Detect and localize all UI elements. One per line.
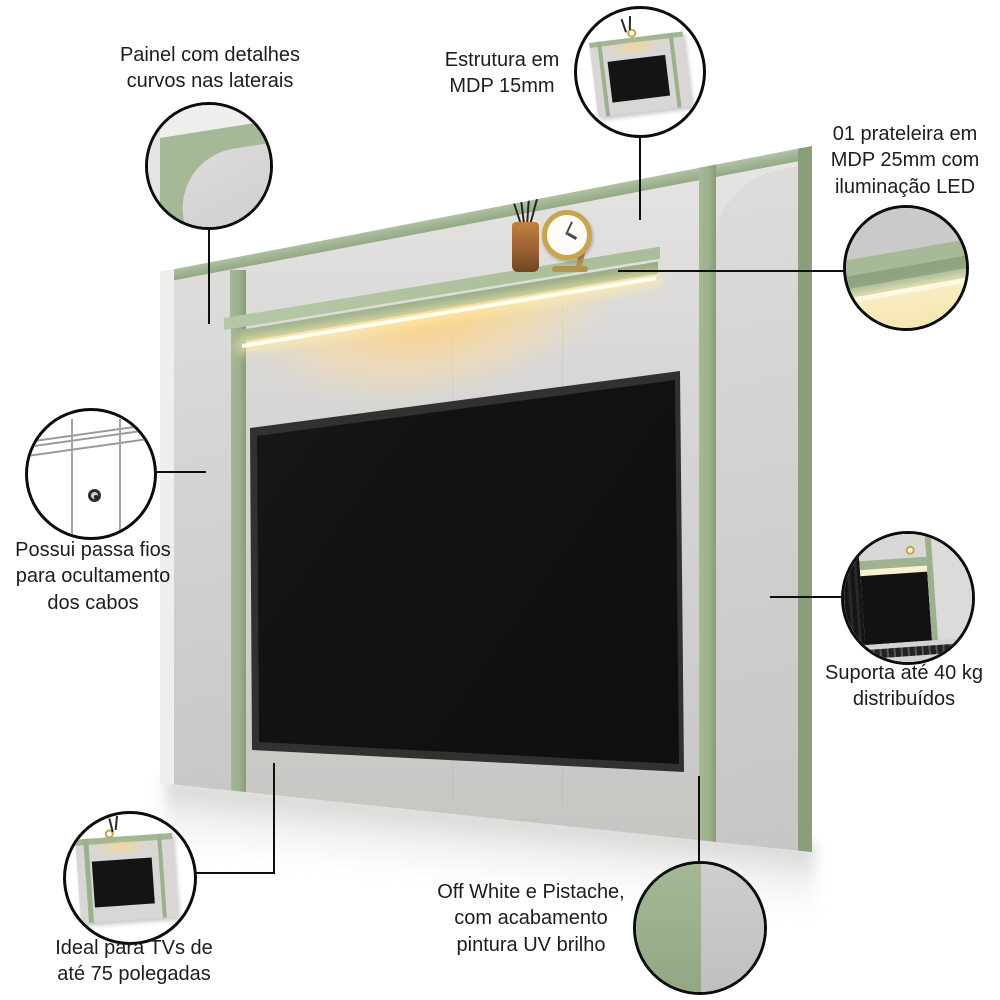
label-line: Off White e Pistache, [437,881,625,903]
clock-hour-hand [567,232,577,240]
swatch-pistache [636,864,702,992]
desk-clock [542,210,592,260]
panel-green-strip-right [699,160,716,852]
label-line: iluminação LED [834,175,976,198]
connector-tv-size-v [273,763,275,874]
label-line: até 75 polegadas [57,963,211,986]
callout-cable-pass-through [25,408,157,540]
inset-mini-stick [115,816,119,831]
inset-mini-panel [589,31,692,118]
callout-finish-swatch [633,861,767,995]
label-line: Painel com detalhes [119,44,301,66]
inset-mini-tv [607,54,671,103]
label-line: dos cabos [47,591,139,614]
label-line: Possui passa fios [15,539,171,561]
label-line: distribuídos [852,688,956,711]
label-weight-capacity: Suporta até 40 kg distribuídos [808,660,1000,713]
callout-structure-mdp [574,6,706,138]
inset-side-edge [148,117,161,227]
label-finish: Off White e Pistache, com acabamento pin… [418,879,644,958]
label-tv-size: Ideal para TVs de até 75 polegadas [28,935,240,988]
inset-tv [860,571,933,646]
label-structure: Estrutura em MDP 15mm [428,47,576,100]
connector-shelf-led [618,270,846,272]
connector-finish [698,776,700,863]
label-line: para ocultamento [15,565,171,588]
inset-mini-panel-wrap [66,814,194,942]
inset-mini-strip [668,32,682,108]
inset-mini-stick [628,16,631,31]
label-line: com acabamento [454,907,608,930]
inset-vertical-line [118,418,121,535]
label-line: Ideal para TVs de [55,937,213,959]
label-curved-sides: Painel com detalhes curvos nas laterais [90,42,330,95]
connector-cables [156,471,206,473]
inset-mini-tv [91,856,156,908]
label-shelf-led: 01 prateleira em MDP 25mm com iluminação… [810,121,1000,200]
label-line: MDP 25mm com [830,149,980,172]
panel-left-side-edge [160,268,174,788]
inset-room-view [844,534,972,662]
inset-mini-panel [74,832,178,924]
connector-tv-size-h [196,872,275,874]
label-cable-management: Possui passa fios para ocultamento dos c… [0,537,186,616]
label-line: curvos nas laterais [126,70,294,93]
label-line: Estrutura em [444,49,560,71]
callout-tv-size [63,811,197,945]
inset-mini-panel-wrap [577,9,703,135]
callout-led-shelf [843,205,969,331]
inset-shelf-stripes [846,208,966,328]
diffuser-vase [512,222,539,272]
clock-base [552,266,588,272]
callout-curved-lateral-corner [145,102,273,230]
cable-hole-dot [93,495,98,500]
label-line: 01 prateleira em [832,123,978,145]
swatch-off-white [701,864,764,992]
connector-structure [639,137,641,220]
label-line: pintura UV brilho [456,933,606,956]
inset-mini-stick [620,18,627,33]
panel-right-green-edge [798,146,812,852]
connector-curved-sides [208,230,210,324]
callout-weight-capacity [841,531,975,665]
connector-weight [770,596,844,598]
inset-mini-strip [156,833,167,919]
label-line: Suporta até 40 kg [825,662,983,684]
label-line: MDP 15mm [449,75,555,98]
inset-vertical-line [70,418,73,535]
